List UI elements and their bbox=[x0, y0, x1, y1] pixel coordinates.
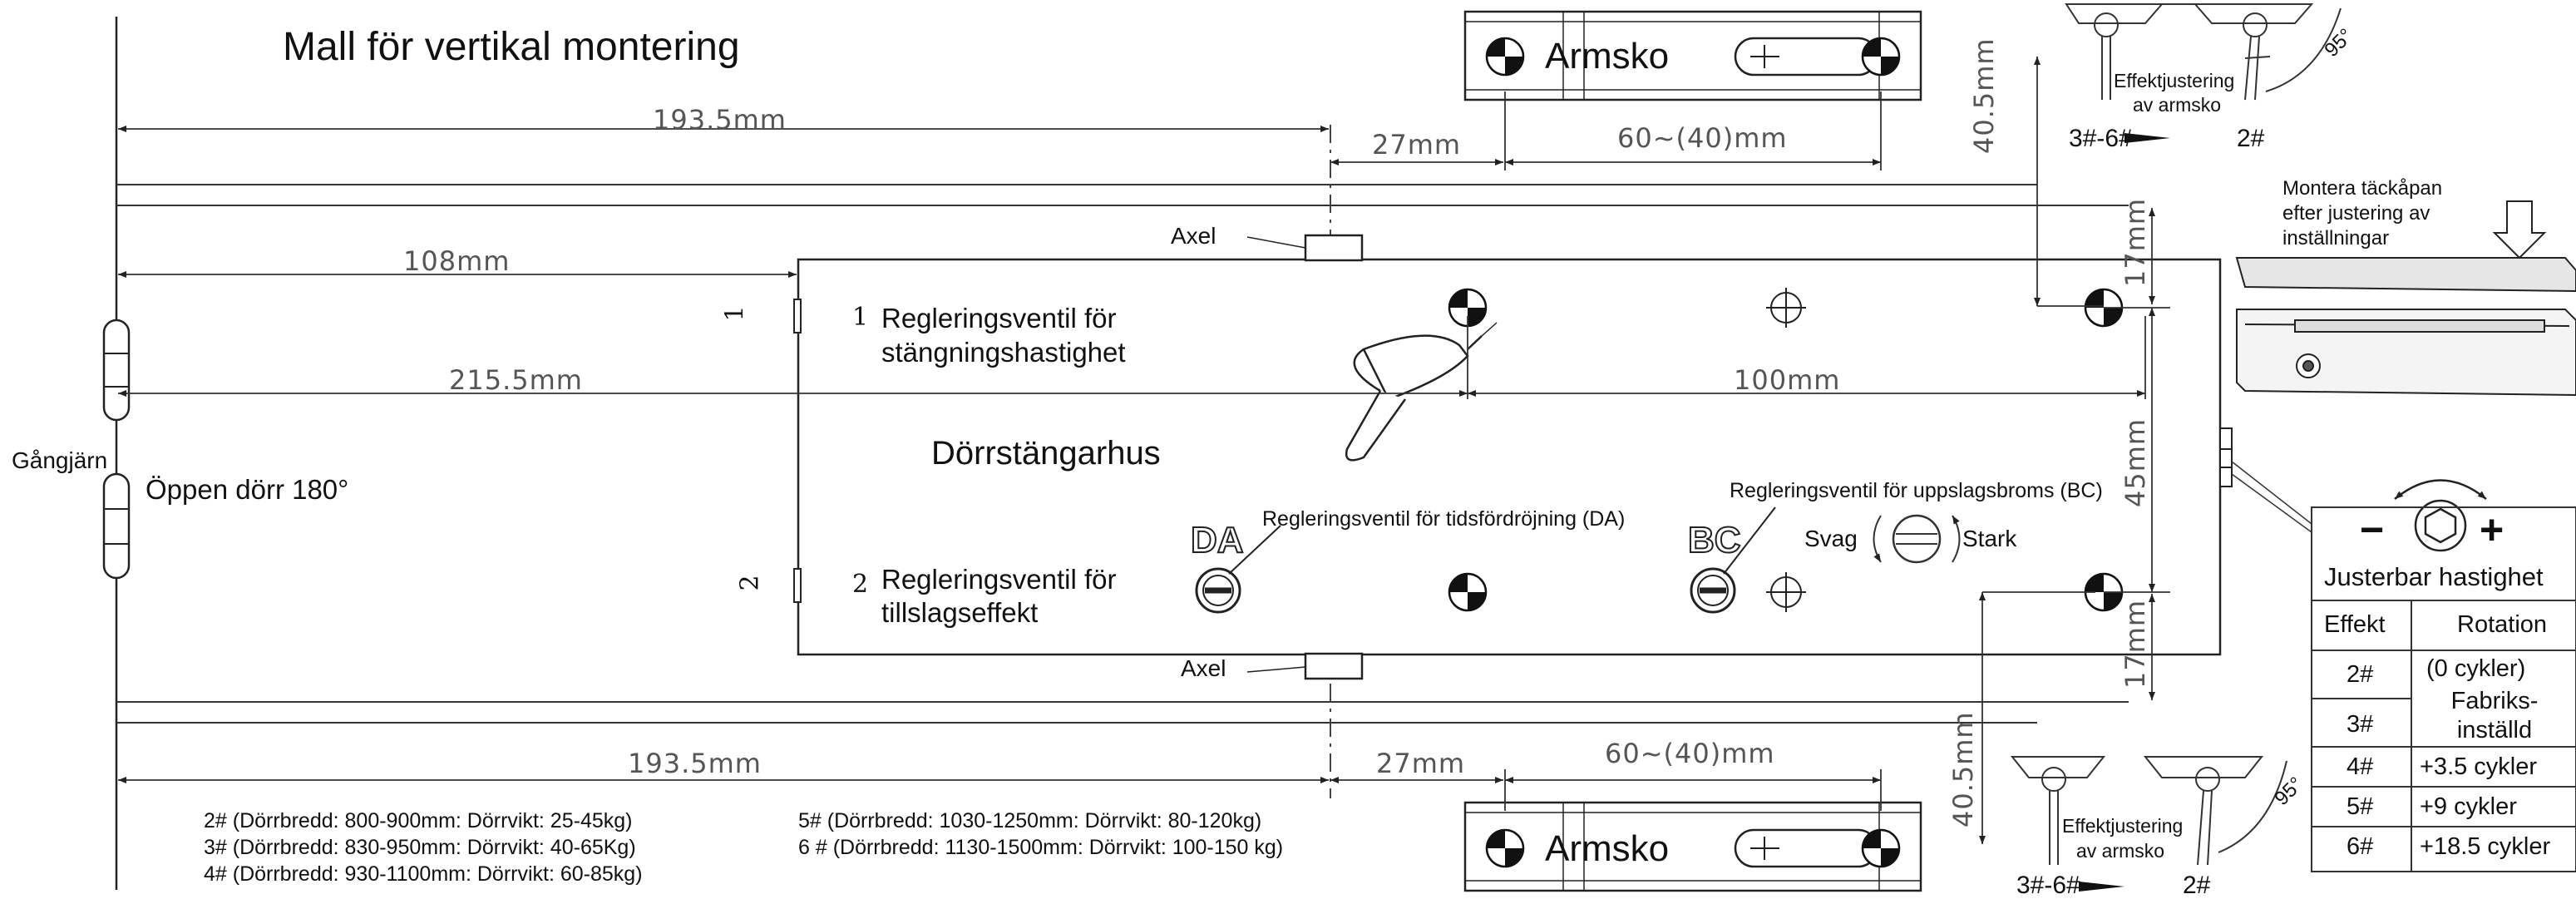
effect-adjust-top-line1: Effektjustering bbox=[2114, 70, 2235, 91]
valve1-number: 1 bbox=[852, 303, 869, 332]
minus-sign: − bbox=[2360, 506, 2385, 553]
door-spec-2: 2# (Dörrbredd: 800-900mm: Dörrvikt: 25-4… bbox=[204, 809, 633, 832]
axel-top-label: Axel bbox=[1171, 223, 1216, 249]
stark-label: Stark bbox=[1962, 526, 2017, 551]
dim-45: 45mm bbox=[2120, 417, 2151, 507]
svag-label: Svag bbox=[1804, 526, 1858, 551]
dim-193-bottom: 193.5mm bbox=[628, 748, 762, 779]
door-spec-5: 5# (Dörrbredd: 1030-1250mm: Dörrvikt: 80… bbox=[798, 809, 1262, 832]
armsko-bottom bbox=[1463, 801, 1922, 892]
housing-label: Dörrstängarhus bbox=[931, 435, 1161, 472]
dim-215: 215.5mm bbox=[449, 364, 583, 396]
cover-line3: inställningar bbox=[2282, 227, 2390, 249]
hinge-bottom bbox=[102, 472, 131, 580]
dim-193-top: 193.5mm bbox=[653, 104, 787, 136]
da-valve-label: Regleringsventil för tidsfördröjning (DA… bbox=[1262, 507, 1626, 531]
dim-60-top: 60~(40)mm bbox=[1617, 122, 1788, 154]
valve2-line2: tillslagseffekt bbox=[881, 597, 1039, 628]
axle-bottom bbox=[1304, 652, 1364, 680]
speed-table-header-effekt: Effekt bbox=[2324, 611, 2386, 638]
speed-row-rotation: +9 cykler bbox=[2420, 793, 2517, 820]
speed-row-rotation: +18.5 cykler bbox=[2420, 833, 2551, 860]
speed-adjust-icon bbox=[2394, 479, 2487, 552]
mounting-holes bbox=[1448, 37, 2124, 868]
speed-row-effekt: 5# bbox=[2347, 793, 2374, 820]
arrow-icon-top bbox=[2124, 133, 2170, 143]
effect-adjust-diagram-bottom bbox=[2010, 756, 2287, 866]
range-to-top: 2# bbox=[2237, 125, 2265, 152]
valve1-line1: Regleringsventil för bbox=[881, 303, 1117, 333]
hinge-label: Gångjärn bbox=[12, 447, 108, 473]
effect-adjust-bottom-line1: Effektjustering bbox=[2062, 815, 2184, 837]
armsko-top-label: Armsko bbox=[1545, 36, 1670, 77]
valve1-line2: stängningshastighet bbox=[881, 337, 1126, 368]
speed-table-header-rotation: Rotation bbox=[2457, 611, 2548, 638]
range-to-bottom: 2# bbox=[2183, 872, 2211, 899]
dim-108: 108mm bbox=[403, 245, 511, 277]
page-title: Mall för vertikal montering bbox=[283, 25, 740, 69]
speed-row-effekt: 3# bbox=[2347, 711, 2374, 738]
da-valve-screw bbox=[1195, 525, 1281, 614]
axel-bottom-label: Axel bbox=[1181, 655, 1226, 681]
axle-top bbox=[1304, 234, 1364, 262]
range-from-top: 3#-6# bbox=[2069, 125, 2133, 152]
dim-100: 100mm bbox=[1734, 364, 1841, 396]
speed-row-effekt: 2# bbox=[2347, 661, 2374, 688]
speed-row-effekt: 4# bbox=[2347, 753, 2374, 780]
range-from-bottom: 3#-6# bbox=[2016, 872, 2080, 899]
effect-adjust-diagram-top bbox=[2065, 3, 2342, 101]
effect-adjust-bottom-line2: av armsko bbox=[2076, 840, 2165, 862]
speed-row-rotation: (0 cykler) bbox=[2426, 655, 2526, 682]
svag-stark-dial-icon bbox=[1873, 514, 1961, 564]
dim-40-5-top: 40.5mm bbox=[1968, 37, 2000, 154]
dim-17-top: 17mm bbox=[2120, 197, 2151, 287]
effect-adjust-top-line2: av armsko bbox=[2133, 94, 2222, 116]
speed-table-title: Justerbar hastighet bbox=[2324, 562, 2544, 591]
dim-27-bottom: 27mm bbox=[1376, 748, 1466, 779]
speed-row-rotation: Fabriks-inställd bbox=[2450, 688, 2539, 743]
valve2-number: 2 bbox=[852, 570, 869, 599]
arrow-icon-bottom bbox=[2079, 882, 2124, 892]
plus-sign: + bbox=[2480, 506, 2504, 553]
speed-row-effekt: 6# bbox=[2347, 833, 2374, 860]
valve2-line1: Regleringsventil för bbox=[881, 564, 1117, 595]
da-mark: DA bbox=[1190, 520, 1245, 561]
speed-table-grid bbox=[2311, 506, 2576, 872]
dim-60-bottom: 60~(40)mm bbox=[1605, 738, 1775, 769]
dim-17-bottom: 17mm bbox=[2120, 599, 2151, 689]
dim-27-top: 27mm bbox=[1372, 129, 1462, 161]
bc-valve-label: Regleringsventil för uppslagsbroms (BC) bbox=[1730, 479, 2103, 502]
spare-holes bbox=[1766, 288, 1806, 612]
door-spec-6: 6 # (Dörrbredd: 1130-1500mm: Dörrvikt: 1… bbox=[798, 836, 1284, 859]
hinge-top bbox=[102, 319, 131, 422]
door-open-label: Öppen dörr 180° bbox=[146, 474, 349, 505]
frame-lines bbox=[116, 184, 2129, 724]
closer-housing bbox=[797, 258, 2222, 656]
drill-icon bbox=[1345, 322, 1498, 462]
bc-mark: BC bbox=[1687, 520, 1742, 561]
cover-line2: efter justering av bbox=[2282, 202, 2430, 225]
door-spec-4: 4# (Dörrbredd: 930-1100mm: Dörrvikt: 60-… bbox=[204, 862, 643, 886]
dimension-lines bbox=[118, 57, 2170, 844]
cover-line1: Montera täckåpan bbox=[2282, 177, 2443, 200]
door-spec-3: 3# (Dörrbredd: 830-950mm: Dörrvikt: 40-6… bbox=[204, 836, 636, 859]
valve2-side-mark: 2 bbox=[735, 575, 765, 591]
bc-valve-screw bbox=[1690, 506, 1776, 614]
armsko-top bbox=[1463, 10, 1922, 101]
valve1-side-mark: 1 bbox=[720, 305, 750, 322]
dim-40-5-bottom: 40.5mm bbox=[1947, 711, 1979, 827]
cover-illustration bbox=[2235, 200, 2576, 397]
armsko-bottom-label: Armsko bbox=[1545, 828, 1670, 869]
speed-row-rotation: +3.5 cykler bbox=[2420, 753, 2538, 780]
